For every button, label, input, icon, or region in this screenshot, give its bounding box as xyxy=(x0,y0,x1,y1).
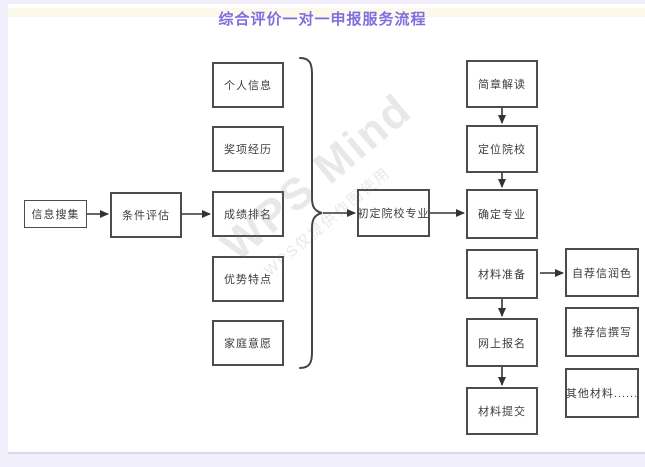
node-confirm-major[interactable]: 确定专业 xyxy=(466,189,538,239)
node-recommend-letter[interactable]: 推荐信撰写 xyxy=(565,307,639,357)
page-title: 综合评价一对一申报服务流程 xyxy=(218,11,427,28)
highlight-band xyxy=(8,8,645,17)
node-strength-features[interactable]: 优势特点 xyxy=(212,256,284,302)
node-position-schools[interactable]: 定位院校 xyxy=(466,125,538,173)
node-family-wish[interactable]: 家庭意愿 xyxy=(212,320,284,366)
node-material-preparation[interactable]: 材料准备 xyxy=(466,249,538,299)
node-grade-ranking[interactable]: 成绩排名 xyxy=(212,191,284,237)
node-info-collect[interactable]: 信息搜集 xyxy=(24,200,87,228)
node-self-letter-polish[interactable]: 自荐信润色 xyxy=(565,248,639,297)
node-initial-school-major[interactable]: 初定院校专业 xyxy=(357,189,430,237)
node-award-experience[interactable]: 奖项经历 xyxy=(212,126,284,172)
arrows-group xyxy=(87,108,564,386)
node-online-registration[interactable]: 网上报名 xyxy=(466,318,538,367)
curly-brace xyxy=(299,57,323,369)
node-other-materials[interactable]: 其他材料...... xyxy=(565,368,639,418)
node-condition-eval[interactable]: 条件评估 xyxy=(110,192,182,238)
node-personal-info[interactable]: 个人信息 xyxy=(212,62,284,108)
node-material-submission[interactable]: 材料提交 xyxy=(466,387,538,435)
node-brochure-interpretation[interactable]: 简章解读 xyxy=(466,60,538,108)
